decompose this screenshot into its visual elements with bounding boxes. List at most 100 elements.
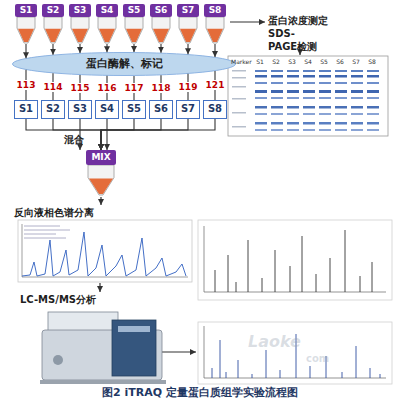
node-text-holder: S7 [177, 4, 199, 17]
tube-cap [150, 4, 172, 17]
flow-arrow [100, 197, 101, 205]
step-label: LC-MS/MS分析 [20, 293, 96, 306]
node-label: S2 [47, 5, 60, 15]
marker-band [232, 86, 246, 88]
node-text-holder: S7 [177, 101, 199, 118]
node-text-holder: S4 [96, 4, 118, 17]
tube-liquid [126, 29, 142, 42]
gel-lane-label: Marker [231, 58, 252, 66]
tube-cap [204, 4, 226, 17]
connector [106, 44, 107, 52]
node-label: S3 [74, 5, 87, 15]
step-note: 蛋白浓度测定 SDS-PAGE检测 [268, 14, 344, 53]
channel-number: 119 [178, 82, 199, 92]
sample-tube: S8 [204, 4, 226, 44]
connector [160, 44, 161, 53]
instrument-port [53, 355, 63, 365]
sample-box: S4 [95, 100, 119, 119]
connector [133, 44, 134, 52]
connector [79, 44, 80, 53]
channel-number: 116 [97, 83, 118, 93]
tube-body [71, 17, 89, 43]
node-text-holder: 蛋白酶解、标记 [12, 52, 236, 76]
flow-arrow [99, 283, 100, 292]
connector [101, 119, 215, 150]
sample-box: S8 [203, 100, 227, 119]
node-label: S8 [209, 5, 222, 15]
node-text-holder: S3 [69, 101, 91, 118]
node-label: S7 [182, 5, 195, 15]
marker-band [232, 98, 246, 100]
tube-liquid [180, 29, 196, 42]
watermark: Laoke [248, 332, 301, 352]
sample-tube: S7 [177, 4, 199, 44]
node-text-holder: S2 [42, 101, 64, 118]
instrument-display [118, 326, 150, 332]
tube-liquid [99, 29, 115, 42]
connector [101, 119, 188, 150]
sample-box: S6 [149, 100, 173, 119]
connector [214, 44, 215, 57]
node-text-holder: MIX [86, 150, 116, 165]
chart-axis [204, 326, 386, 378]
connector [53, 119, 101, 150]
node-label: S7 [181, 103, 195, 114]
tube-cap [69, 4, 91, 17]
chromatogram-legend [24, 226, 70, 238]
chromatogram-trace [22, 232, 186, 276]
node-text-holder: S1 [15, 101, 37, 118]
gel-image [228, 56, 388, 136]
node-text-holder: S5 [123, 4, 145, 17]
node-label: S5 [128, 5, 141, 15]
tube-liquid [45, 29, 61, 42]
node-label: S3 [73, 103, 87, 114]
node-label: S8 [208, 103, 222, 114]
gel-lane-label: S3 [286, 58, 298, 66]
chromatogram [18, 220, 192, 282]
node-text-holder: S4 [96, 101, 118, 118]
channel-number: 118 [151, 83, 172, 93]
sample-tube: S2 [42, 4, 64, 44]
instrument-base [40, 380, 166, 384]
node-label: S6 [154, 103, 168, 114]
tube-liquid [72, 29, 88, 42]
node-label: S6 [155, 5, 168, 15]
node-text-holder: S8 [204, 101, 226, 118]
sample-tube: S4 [96, 4, 118, 44]
marker-band [232, 70, 246, 72]
tube-body [125, 17, 143, 43]
node-label: S4 [100, 103, 114, 114]
node-text-holder: S5 [123, 101, 145, 118]
sample-tube: S1 [15, 4, 37, 44]
connector [187, 44, 188, 54]
sample-tube: MIX [86, 150, 116, 196]
figure-caption: 图2 iTRAQ 定量蛋白质组学实验流程图 [0, 386, 400, 400]
gel-lane-label: S5 [318, 58, 330, 66]
gel-lanes [254, 66, 382, 134]
instrument-panel [112, 320, 156, 376]
tube-liquid [89, 179, 113, 194]
ms-spectrum [198, 220, 392, 300]
channel-number: 115 [70, 83, 91, 93]
flow-arrow [230, 21, 265, 22]
tube-cap [42, 4, 64, 17]
tube-cap [123, 4, 145, 17]
channel-number: 117 [124, 83, 145, 93]
node-label: 蛋白酶解、标记 [86, 57, 163, 70]
process-ellipse: 蛋白酶解、标记 [12, 52, 236, 76]
chart-axis [204, 226, 386, 292]
tube-body [179, 17, 197, 43]
node-label: S2 [46, 103, 60, 114]
gel-lane-label: S7 [350, 58, 362, 66]
tube-body [98, 17, 116, 43]
sample-box: S5 [122, 100, 146, 119]
node-text-holder: S3 [69, 4, 91, 17]
marker-band [232, 77, 246, 79]
sample-tube: S3 [69, 4, 91, 44]
gel-lane-label: S8 [366, 58, 378, 66]
sample-box: S1 [14, 100, 38, 119]
tube-cap [96, 4, 118, 17]
sample-box: S3 [68, 100, 92, 119]
flow-arrow [160, 351, 196, 352]
